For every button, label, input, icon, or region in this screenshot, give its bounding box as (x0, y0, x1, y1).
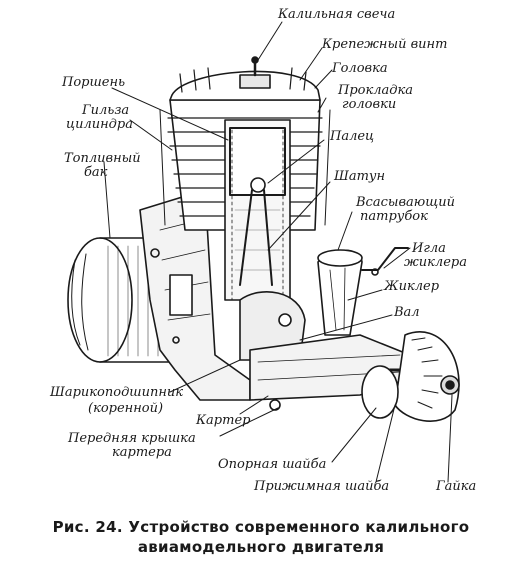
label-bearing-1: Шарикоподшипник (50, 385, 184, 400)
label-bearing-2: (коренной) (88, 401, 164, 416)
label-intake-1: Всасывающий (356, 195, 455, 210)
crankcase-body (139, 189, 251, 401)
cylinder-head (169, 56, 321, 101)
intake-tube (317, 249, 363, 336)
label-mount-screw: Крепежный винт (322, 37, 448, 52)
label-head-gasket-1: Прокладка (338, 83, 414, 98)
fuel-tank (67, 237, 191, 363)
label-spark-plug: Калильная свеча (278, 7, 396, 22)
label-intake-2: патрубок (360, 209, 428, 224)
label-front-cover-2: картера (112, 445, 172, 460)
label-piston: Поршень (62, 75, 126, 90)
leader-lines (103, 21, 453, 483)
label-needle-2: жиклера (404, 255, 467, 270)
prop-hub (361, 331, 460, 422)
figure-caption-line1: Рис. 24. Устройство современного калильн… (52, 518, 470, 536)
label-front-cover-1: Передняя крышка (68, 431, 196, 446)
label-shaft: Вал (394, 305, 420, 320)
label-jet: Жиклер (384, 279, 440, 294)
label-nut: Гайка (436, 479, 477, 494)
label-support-washer: Опорная шайба (218, 457, 327, 472)
figure-caption-line2: авиамодельного двигателя (137, 538, 385, 556)
needle-valve (361, 247, 409, 276)
label-head: Головка (332, 61, 388, 76)
label-clamp-washer: Прижимная шайба (254, 479, 390, 494)
cutaway-section (224, 119, 291, 301)
label-needle-1: Игла (412, 241, 446, 256)
label-head-gasket-2: головки (342, 97, 397, 112)
label-crankcase: Картер (196, 413, 251, 428)
label-conrod: Шатун (334, 169, 386, 184)
label-fuel-tank-2: бак (84, 165, 108, 180)
label-cylinder-sleeve-2: цилиндра (66, 117, 133, 132)
label-cylinder-sleeve-1: Гильза (82, 103, 130, 118)
label-fuel-tank-1: Топливный (64, 151, 141, 166)
label-pin: Палец (330, 129, 375, 144)
crank-disc (239, 291, 306, 361)
